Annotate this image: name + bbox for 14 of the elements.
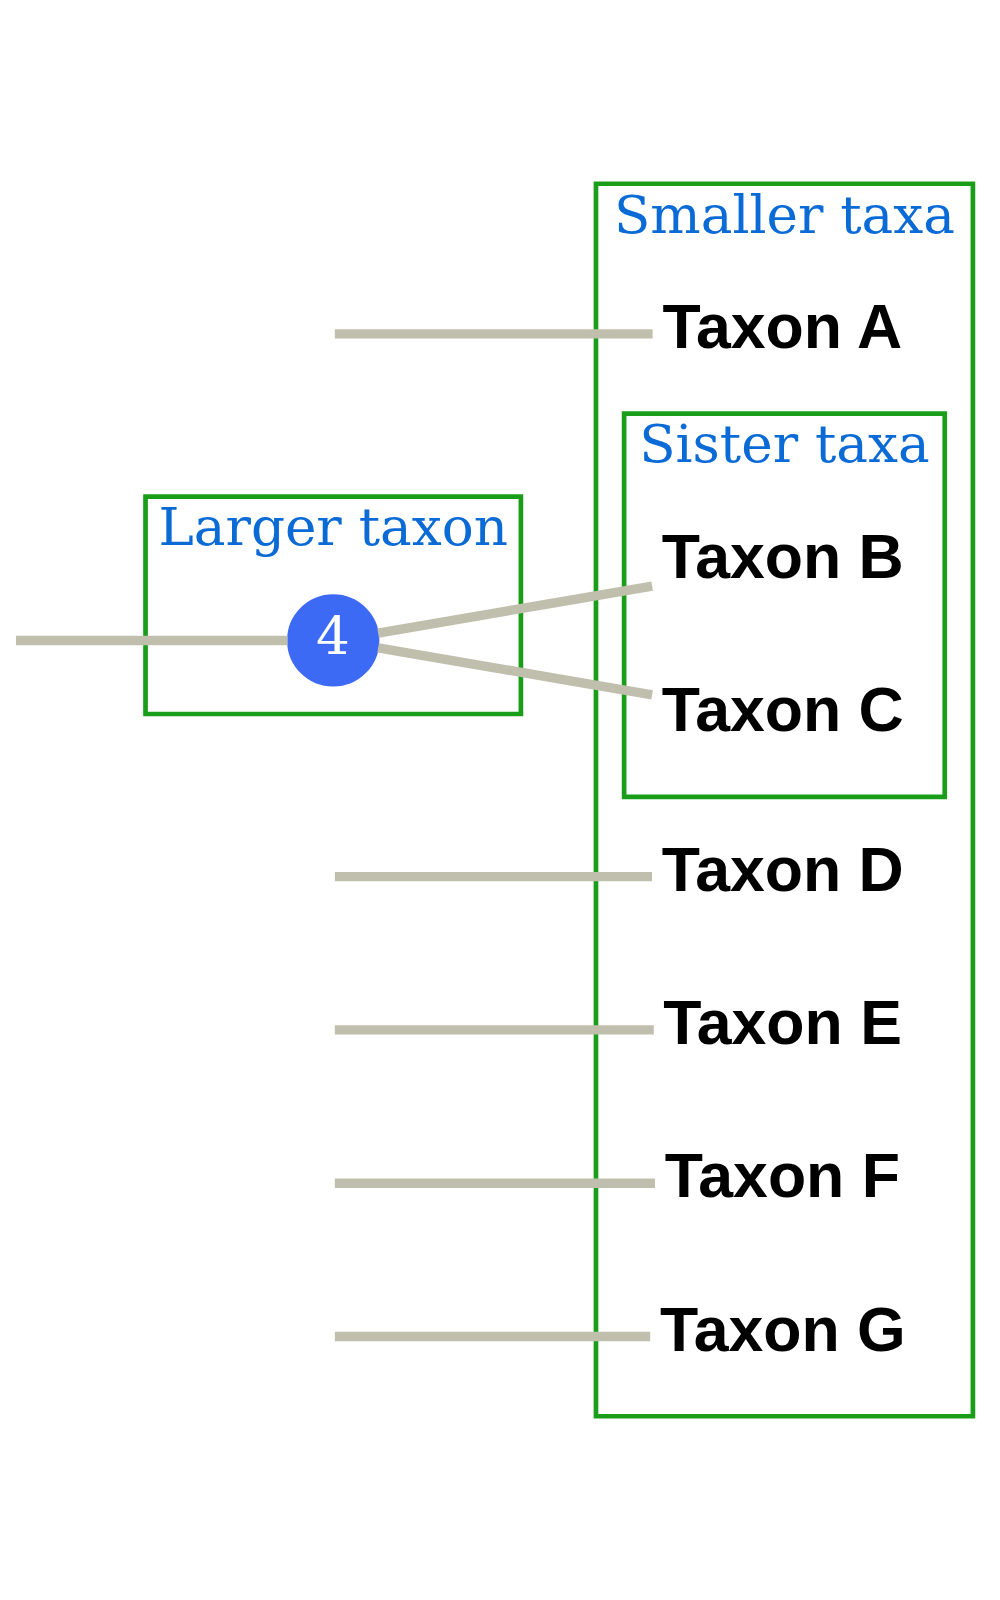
node-text: Taxon G	[660, 1293, 906, 1364]
node-text: Taxon B	[661, 520, 904, 591]
connector	[334, 871, 652, 882]
node-text: Taxon A	[662, 290, 903, 361]
node-text: Taxon D	[661, 833, 904, 904]
node-text: Taxon F	[664, 1140, 900, 1211]
connector	[334, 1331, 651, 1342]
connector	[334, 329, 653, 339]
node-circle: 4	[287, 594, 380, 687]
connector	[334, 1025, 654, 1035]
connector	[334, 1178, 655, 1188]
node-text: Taxon E	[663, 986, 902, 1057]
connector	[15, 635, 288, 646]
node-text: Taxon C	[661, 674, 904, 745]
